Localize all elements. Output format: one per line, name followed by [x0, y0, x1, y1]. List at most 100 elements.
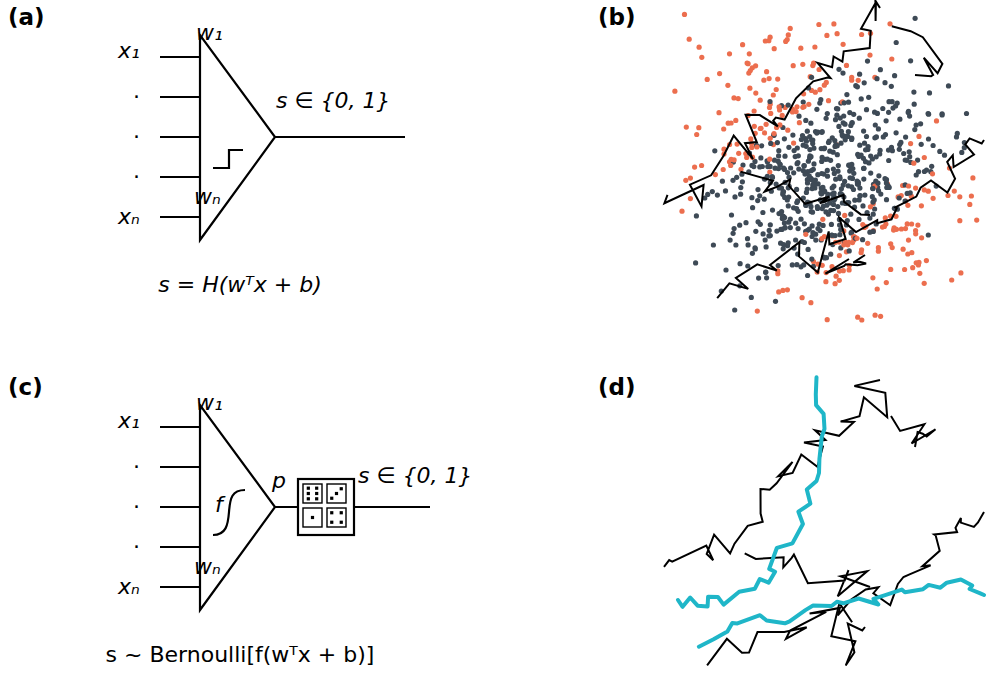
data-point — [893, 103, 898, 108]
data-point — [796, 114, 801, 119]
die-pip — [307, 492, 310, 495]
data-point — [872, 197, 877, 202]
data-point — [836, 67, 841, 72]
data-point — [802, 163, 807, 168]
panel-letter: (b) — [598, 6, 636, 29]
die-face — [303, 484, 322, 503]
data-point — [833, 233, 838, 238]
data-point — [786, 103, 791, 108]
data-point — [824, 203, 829, 208]
data-point — [833, 117, 838, 122]
data-point — [794, 200, 799, 205]
data-point — [860, 237, 865, 242]
data-point — [969, 193, 974, 198]
data-point — [764, 244, 769, 249]
data-point — [816, 22, 821, 27]
data-point — [835, 143, 840, 148]
data-point — [898, 140, 903, 145]
data-point — [958, 270, 963, 275]
data-point — [815, 172, 820, 177]
data-point — [875, 286, 880, 291]
data-point — [819, 191, 824, 196]
data-point — [693, 260, 698, 265]
data-point — [810, 210, 815, 215]
dice-box — [298, 479, 354, 535]
data-point — [815, 204, 820, 209]
symbol-label: xₙ — [118, 576, 140, 598]
data-point — [710, 189, 715, 194]
data-point — [856, 217, 861, 222]
data-point — [876, 173, 881, 178]
data-point — [757, 193, 762, 198]
data-point — [855, 315, 860, 320]
data-point — [731, 231, 736, 236]
data-point — [832, 138, 837, 143]
data-point — [870, 186, 875, 191]
data-point — [791, 141, 796, 146]
data-point — [915, 223, 920, 228]
data-point — [734, 175, 739, 180]
data-point — [804, 144, 809, 149]
data-point — [919, 235, 924, 240]
data-point — [785, 128, 790, 133]
data-point — [870, 275, 875, 280]
data-point — [855, 84, 860, 89]
data-point — [846, 163, 851, 168]
data-point — [802, 221, 807, 226]
data-point — [770, 174, 775, 179]
data-point — [776, 148, 781, 153]
data-point — [820, 217, 825, 222]
data-point — [817, 222, 822, 227]
data-point — [807, 227, 812, 232]
data-point — [913, 231, 918, 236]
symbol-label: x₁ — [118, 410, 140, 432]
data-point — [688, 196, 693, 201]
data-point — [763, 270, 768, 275]
data-point — [830, 191, 835, 196]
data-point — [957, 218, 962, 223]
data-point — [679, 209, 684, 214]
data-point — [823, 209, 828, 214]
data-point — [857, 193, 862, 198]
data-point — [822, 145, 827, 150]
data-point — [825, 157, 830, 162]
data-point — [841, 42, 846, 47]
data-point — [882, 176, 887, 181]
data-point — [752, 108, 757, 113]
die-pip — [315, 487, 318, 490]
data-point — [834, 274, 839, 279]
data-point — [782, 220, 787, 225]
data-point — [808, 300, 813, 305]
data-point — [768, 222, 773, 227]
data-point — [711, 242, 716, 247]
data-point — [672, 89, 677, 94]
data-point — [907, 154, 912, 159]
data-point — [926, 112, 931, 117]
data-point — [786, 203, 791, 208]
data-point — [788, 217, 793, 222]
data-point — [905, 203, 910, 208]
neuron-a — [160, 35, 405, 240]
data-point — [767, 169, 772, 174]
data-point — [796, 209, 801, 214]
data-point — [926, 232, 931, 237]
data-point — [861, 156, 866, 161]
data-point — [777, 104, 782, 109]
data-point — [897, 117, 902, 122]
data-point — [945, 193, 950, 198]
data-point — [828, 252, 833, 257]
data-point — [728, 163, 733, 168]
data-point — [791, 63, 796, 68]
data-point — [833, 177, 838, 182]
data-point — [974, 218, 979, 223]
data-point — [743, 220, 748, 225]
data-point — [846, 183, 851, 188]
data-point — [683, 178, 688, 183]
data-point — [795, 160, 800, 165]
data-point — [794, 104, 799, 109]
data-point — [771, 131, 776, 136]
stochastic-boundaries — [678, 377, 984, 646]
neuron-triangle — [200, 405, 275, 610]
die-face — [303, 508, 322, 527]
